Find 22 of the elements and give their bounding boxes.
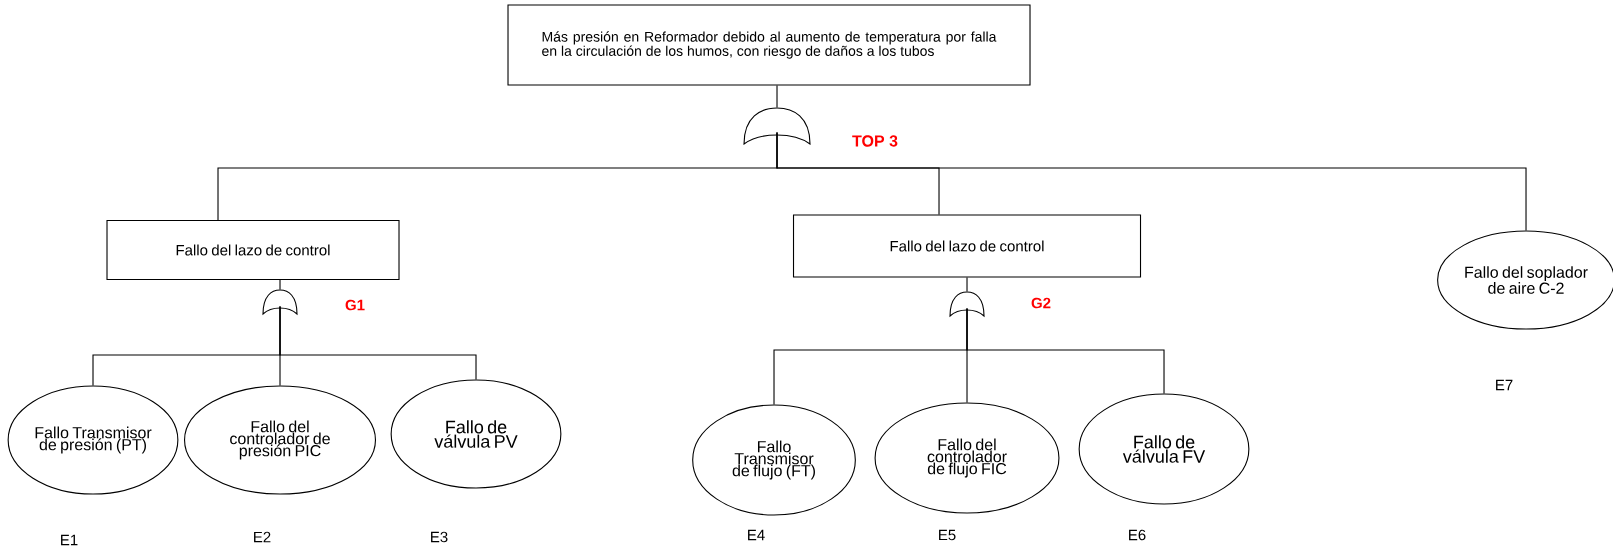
event-code: E6 — [1129, 529, 1146, 541]
event-box: Fallo del lazo de control — [106, 219, 400, 281]
connector-line — [966, 277, 968, 292]
connector-line — [966, 308, 1165, 394]
gate-label: TOP 3 — [852, 135, 898, 147]
event-code: E4 — [748, 529, 765, 541]
connector-line — [776, 85, 778, 108]
connector-line — [279, 306, 477, 380]
or-gate — [743, 107, 811, 145]
event-box: Fallo del lazo de control — [792, 214, 1142, 278]
or-gate — [262, 289, 298, 315]
event-box: Más presión en Reformador debido al aumento de temperatura por falla en la circulación de los humos, con riesgo de daños a los tubos — [507, 4, 1031, 86]
event-code: E5 — [939, 529, 956, 541]
event-code: E3 — [431, 531, 448, 543]
connector-line — [776, 132, 1527, 231]
or-gate — [949, 291, 985, 317]
gate-label: G2 — [1031, 297, 1051, 309]
event-code: E2 — [254, 531, 271, 543]
connector-line — [279, 279, 281, 290]
event-code: E7 — [1496, 379, 1513, 391]
gate-label: G1 — [345, 299, 365, 311]
event-code: E1 — [61, 534, 78, 546]
